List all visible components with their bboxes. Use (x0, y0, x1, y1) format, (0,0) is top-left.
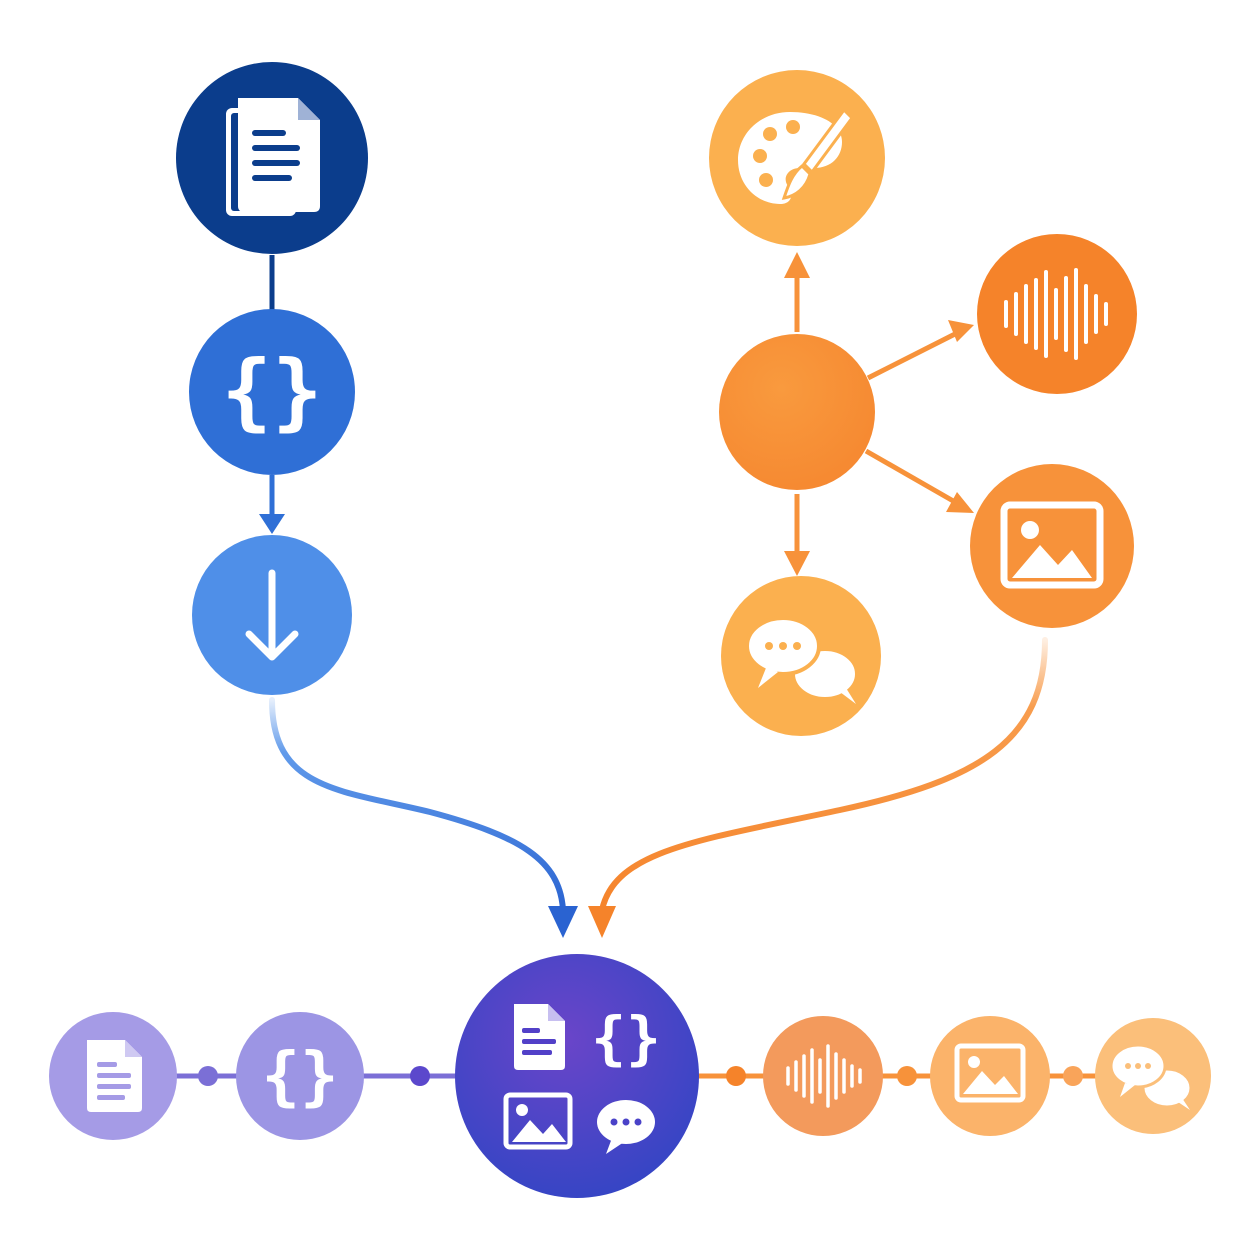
chat-bubbles-icon (1109, 1043, 1193, 1110)
hub-center-node (719, 334, 875, 490)
palette-brush-icon (738, 107, 854, 204)
blue-curve-arrowhead (548, 906, 578, 938)
bottom-node-dot (198, 1066, 218, 1086)
spoke-hub-to-image (864, 448, 957, 505)
bottom-node-chat (1095, 1018, 1211, 1134)
arrowhead-to-palette (784, 252, 810, 278)
arrowhead-to-image (946, 492, 974, 513)
bottom-node-dot (726, 1066, 746, 1086)
bottom-node-dot (1063, 1066, 1083, 1086)
document-icon (87, 1040, 142, 1112)
bottom-node-image (930, 1016, 1050, 1136)
image-icon (1000, 501, 1104, 589)
image-icon (954, 1043, 1026, 1103)
audio-waveform-icon (1004, 268, 1108, 360)
image-icon (503, 1092, 573, 1150)
bottom-node-code: {} (236, 1012, 364, 1140)
bottom-node-document (49, 1012, 177, 1140)
left-node-download (192, 535, 352, 695)
chat-bubbles-icon (745, 616, 859, 704)
hub-output-image (970, 464, 1134, 628)
audio-waveform-icon (786, 1044, 862, 1108)
curly-braces-icon: {} (221, 342, 322, 440)
bottom-center-multimodal-node: {} (455, 954, 699, 1198)
spoke-hub-to-waveform (866, 331, 957, 381)
curly-braces-icon: {} (591, 1004, 661, 1072)
blue-curve-to-center (269, 697, 566, 913)
document-icon (514, 1004, 565, 1070)
arrowhead-to-download (259, 514, 285, 534)
document-stack-icon (226, 98, 320, 216)
left-node-documents (176, 62, 368, 254)
bottom-node-dot (410, 1066, 430, 1086)
bottom-node-audio (763, 1016, 883, 1136)
arrowhead-to-chat (784, 551, 810, 576)
left-node-code: {} (189, 309, 355, 475)
down-arrow-icon (245, 569, 299, 661)
arrowhead-to-waveform (948, 320, 974, 342)
hub-output-chat (721, 576, 881, 736)
curly-braces-icon: {} (261, 1040, 338, 1114)
hub-output-palette (709, 70, 885, 246)
hub-output-audio (977, 234, 1137, 394)
bottom-node-dot (897, 1066, 917, 1086)
orange-curve-arrowhead (588, 906, 616, 938)
chat-bubble-icon (597, 1100, 655, 1154)
orange-curve-to-center (599, 637, 1048, 913)
